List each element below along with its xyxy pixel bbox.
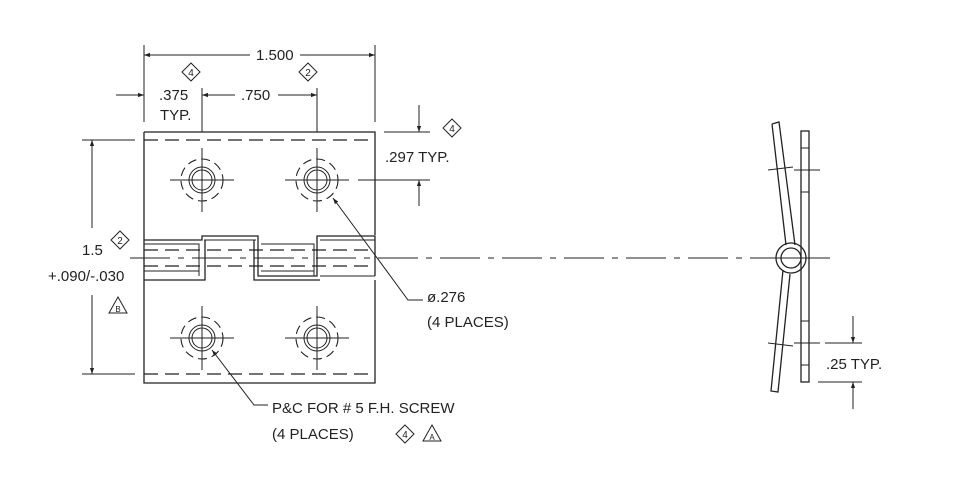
- edge-offset-dim: .375: [159, 87, 188, 104]
- overall-width-dim: 1.500: [256, 47, 294, 64]
- hole: [285, 148, 349, 212]
- hole-count-note: (4 PLACES): [427, 314, 509, 331]
- diamond-symbol-2: 2: [110, 230, 130, 250]
- diamond-symbol-4: 4: [181, 62, 201, 82]
- hole-edge-dim: .297 TYP.: [385, 149, 450, 166]
- svg-text:4: 4: [402, 430, 408, 441]
- svg-text:B: B: [115, 305, 120, 314]
- diamond-symbol-4: 4: [395, 424, 415, 444]
- screw-note: P&C FOR # 5 F.H. SCREW: [272, 400, 455, 417]
- svg-text:2: 2: [305, 68, 311, 79]
- svg-text:4: 4: [188, 68, 194, 79]
- diamond-symbol-4: 4: [442, 118, 462, 138]
- hole: [285, 306, 349, 370]
- diamond-symbol-2: 2: [298, 62, 318, 82]
- top-leaf: [143, 131, 376, 235]
- dimension-lines: [82, 45, 430, 406]
- hole-diameter-note: ø.276: [427, 289, 465, 306]
- svg-text:2: 2: [117, 236, 123, 247]
- hole-spacing-dim: .750: [241, 87, 270, 104]
- svg-text:A: A: [429, 433, 435, 442]
- edge-offset-note: TYP.: [160, 107, 191, 124]
- triangle-symbol-b: B: [108, 295, 128, 314]
- bottom-leaf: [143, 280, 376, 384]
- height-dim: 1.5: [82, 242, 103, 259]
- height-tolerance: +.090/-.030: [48, 268, 124, 285]
- hole: [170, 148, 234, 212]
- svg-text:4: 4: [449, 124, 455, 135]
- triangle-symbol-a: A: [422, 423, 442, 442]
- hole: [170, 306, 234, 370]
- side-view: [767, 121, 862, 409]
- side-spacing-dim: .25 TYP.: [826, 356, 882, 373]
- screw-count-note: (4 PLACES): [272, 426, 354, 443]
